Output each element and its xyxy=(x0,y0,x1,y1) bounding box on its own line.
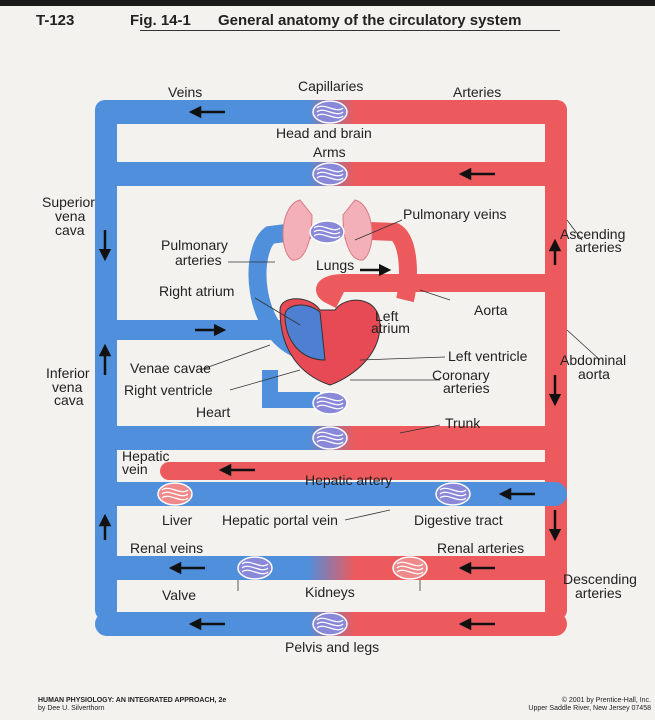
kidney-artery-capillary-icon xyxy=(392,556,428,580)
label-abdominal-2: aorta xyxy=(578,366,610,382)
label-ascending-2: arteries xyxy=(575,239,622,255)
label-veins: Veins xyxy=(168,84,202,100)
digestive-capillary-icon xyxy=(435,482,471,506)
footer-publisher: Upper Saddle River, New Jersey 07458 xyxy=(528,705,651,712)
label-valve: Valve xyxy=(162,587,196,603)
label-abdominal-1: Abdominal xyxy=(560,352,626,368)
transparency-code: T-123 xyxy=(36,12,75,29)
trunk-capillary-icon xyxy=(312,426,348,450)
label-hepatic-vein-1: Hepatic xyxy=(122,448,169,464)
footer-copyright: © 2001 by Prentice-Hall, Inc. xyxy=(561,697,651,704)
leader-lines xyxy=(199,219,601,591)
label-hepatic-vein-2: vein xyxy=(122,461,148,477)
label-hepatic-portal-vein: Hepatic portal vein xyxy=(222,512,338,528)
label-right-atrium: Right atrium xyxy=(159,283,234,299)
pulmonary-circuit xyxy=(117,221,545,408)
label-renal-veins: Renal veins xyxy=(130,540,203,556)
label-kidneys: Kidneys xyxy=(305,584,355,600)
label-venae-cavae: Venae cavae xyxy=(130,360,211,376)
label-superior-2: vena xyxy=(55,208,86,224)
label-left-atrium-1: Left xyxy=(375,308,398,324)
label-aorta: Aorta xyxy=(474,302,508,318)
label-heart: Heart xyxy=(196,404,230,420)
label-inferior-2: vena xyxy=(52,379,83,395)
label-coronary-2: arteries xyxy=(443,380,490,396)
footer-book-title: HUMAN PHYSIOLOGY: AN INTEGRATED APPROACH… xyxy=(38,697,227,704)
label-right-ventricle: Right ventricle xyxy=(124,382,213,398)
lung-capillary-icon xyxy=(309,220,345,244)
label-inferior-3: cava xyxy=(54,392,84,408)
figure-title: General anatomy of the circulatory syste… xyxy=(218,12,522,29)
label-superior-1: Superior xyxy=(42,194,95,210)
label-arms: Arms xyxy=(313,144,346,160)
label-superior-3: cava xyxy=(55,222,85,238)
label-descending-2: arteries xyxy=(575,585,622,601)
label-pulmonary-arteries-2: arteries xyxy=(175,252,222,268)
label-ascending-1: Ascending xyxy=(560,226,625,242)
label-pulmonary-veins: Pulmonary veins xyxy=(403,206,507,222)
top-bar xyxy=(0,0,655,6)
label-capillaries: Capillaries xyxy=(298,78,363,94)
liver-capillary-icon xyxy=(157,482,193,506)
label-left-ventricle: Left ventricle xyxy=(448,348,528,364)
lungs-icon xyxy=(282,199,373,261)
kidney-loop xyxy=(95,556,567,580)
label-trunk: Trunk xyxy=(445,415,481,431)
label-renal-arteries: Renal arteries xyxy=(437,540,524,556)
label-liver: Liver xyxy=(162,512,193,528)
head-capillary-icon xyxy=(312,100,348,124)
label-arteries: Arteries xyxy=(453,84,501,100)
label-hepatic-artery: Hepatic artery xyxy=(305,472,392,488)
label-inferior-1: Inferior xyxy=(46,365,90,381)
coronary-capillary-icon xyxy=(312,391,348,415)
figure-number: Fig. 14-1 xyxy=(130,12,191,29)
label-pulmonary-arteries-1: Pulmonary xyxy=(161,237,228,253)
label-coronary-1: Coronary xyxy=(432,367,490,383)
flow-arrows xyxy=(98,105,562,631)
legs-capillary-icon xyxy=(312,612,348,636)
kidney-vein-capillary-icon xyxy=(237,556,273,580)
label-lungs: Lungs xyxy=(316,257,354,273)
label-left-atrium-2: atrium xyxy=(371,320,410,336)
label-descending-1: Descending xyxy=(563,571,637,587)
label-pelvis-legs: Pelvis and legs xyxy=(285,639,379,655)
footer-author: by Dee U. Silverthorn xyxy=(38,705,105,712)
heart-icon xyxy=(279,298,381,386)
arms-capillary-icon xyxy=(312,162,348,186)
label-head-brain: Head and brain xyxy=(276,125,372,141)
label-digestive-tract: Digestive tract xyxy=(414,512,503,528)
title-rule xyxy=(140,30,560,31)
